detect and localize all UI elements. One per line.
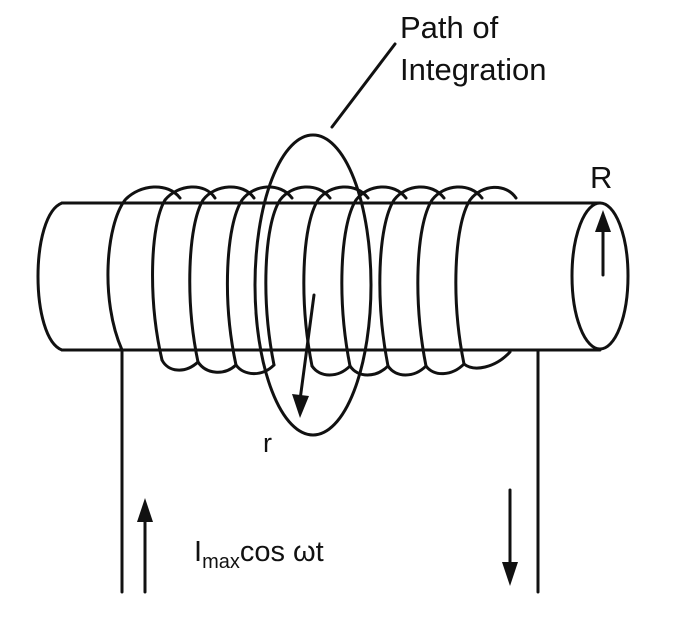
current-function: cos ωt bbox=[239, 536, 324, 568]
outer-radius-arrow bbox=[595, 210, 611, 277]
coil-windings bbox=[106, 185, 518, 377]
inner-radius-arrow bbox=[292, 293, 316, 418]
current-down-arrow bbox=[502, 488, 518, 586]
path-of-integration-label-line1: Path of bbox=[400, 10, 499, 45]
current-subscript: max bbox=[202, 551, 240, 573]
current-expression-label: Imaxcos ωt bbox=[194, 536, 324, 573]
lead-wires bbox=[120, 348, 540, 594]
inner-radius-label: r bbox=[263, 428, 272, 458]
outer-radius-label: R bbox=[590, 160, 613, 195]
current-up-arrow bbox=[137, 498, 153, 594]
cylinder-core bbox=[36, 201, 630, 352]
path-of-integration-label-line2: Integration bbox=[400, 52, 547, 87]
current-symbol: I bbox=[194, 536, 203, 568]
integration-path-loop bbox=[253, 42, 397, 437]
